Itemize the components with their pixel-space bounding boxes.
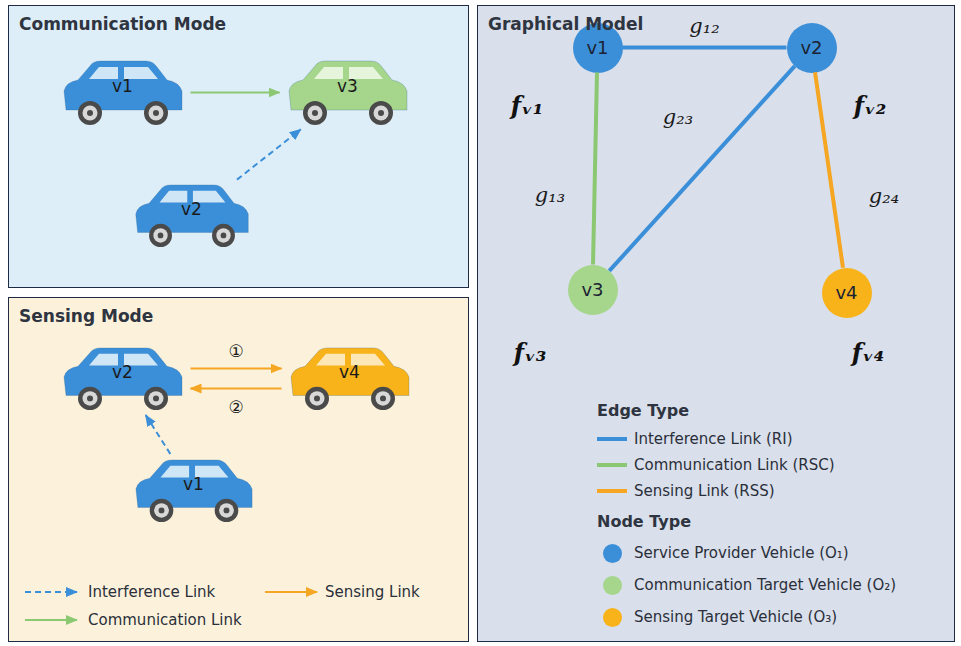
legend-text: Sensing Link <box>325 583 420 601</box>
legend-text: Communication Link (RSC) <box>634 456 835 474</box>
graph-node: v2 <box>787 23 837 73</box>
edge-label: g₂₃ <box>663 105 693 129</box>
link-arrow <box>191 92 280 94</box>
node-feature: fᵥ₄ <box>852 338 885 367</box>
edge-label: g₂₄ <box>869 184 899 208</box>
panel-title: Graphical Model <box>488 14 643 34</box>
panel-title: Communication Mode <box>19 14 226 34</box>
vehicle: v2 <box>130 182 254 250</box>
vehicle: v2 <box>58 345 188 413</box>
legend-swatch <box>603 544 622 563</box>
vehicle: v4 <box>285 345 415 413</box>
vehicle: v1 <box>130 457 258 525</box>
legend-arrow-sample <box>25 585 83 599</box>
edge-label: g₁₃ <box>535 183 565 207</box>
legend-swatch <box>603 608 622 627</box>
vehicle-label: v4 <box>339 362 360 382</box>
legend-swatch <box>603 576 622 595</box>
legend-line-sample <box>597 432 633 446</box>
graph-node: v4 <box>822 268 872 318</box>
legend-text: Sensing Target Vehicle (O₃) <box>634 608 837 626</box>
legend-text: Interference Link <box>88 583 215 601</box>
edge-label: g₁₂ <box>689 14 719 38</box>
vehicle-label: v2 <box>112 362 133 382</box>
node-feature: fᵥ₂ <box>854 91 887 120</box>
vehicle-label: v1 <box>586 37 608 58</box>
legend-text: Interference Link (RI) <box>634 430 793 448</box>
vehicle-label: v4 <box>835 282 857 303</box>
node-feature: fᵥ₁ <box>511 91 544 120</box>
legend-arrow-sample <box>25 613 83 627</box>
legend-line-sample <box>597 484 633 498</box>
vehicle-label: v1 <box>183 474 204 494</box>
graph-edge <box>623 46 787 50</box>
step-number: ① <box>228 341 243 361</box>
legend-arrow-sample <box>265 585 323 599</box>
vehicle: v1 <box>58 58 188 128</box>
graph-node: v3 <box>568 265 618 315</box>
mode-panel: v1 v3 v2 Communication Mode <box>8 5 469 288</box>
legend-text: Sensing Link (RSS) <box>634 482 775 500</box>
vehicle-label: v3 <box>581 279 603 300</box>
link-arrow <box>191 388 282 390</box>
node-feature: fᵥ₃ <box>514 338 547 367</box>
legend-text: Communication Link <box>88 611 242 629</box>
panel-title: Sensing Mode <box>19 306 153 326</box>
vehicle-label: v3 <box>337 76 358 96</box>
vehicle: v3 <box>283 58 413 128</box>
link-arrow <box>191 368 282 370</box>
vehicle-label: v2 <box>800 37 822 58</box>
legend-heading: Node Type <box>597 512 691 531</box>
legend-heading: Edge Type <box>597 401 689 420</box>
vehicle-label: v1 <box>112 76 133 96</box>
legend-text: Service Provider Vehicle (O₁) <box>634 544 849 562</box>
legend-text: Communication Target Vehicle (O₂) <box>634 576 896 594</box>
vehicle-label: v2 <box>181 199 202 219</box>
step-number: ② <box>228 397 243 417</box>
legend-line-sample <box>597 458 633 472</box>
